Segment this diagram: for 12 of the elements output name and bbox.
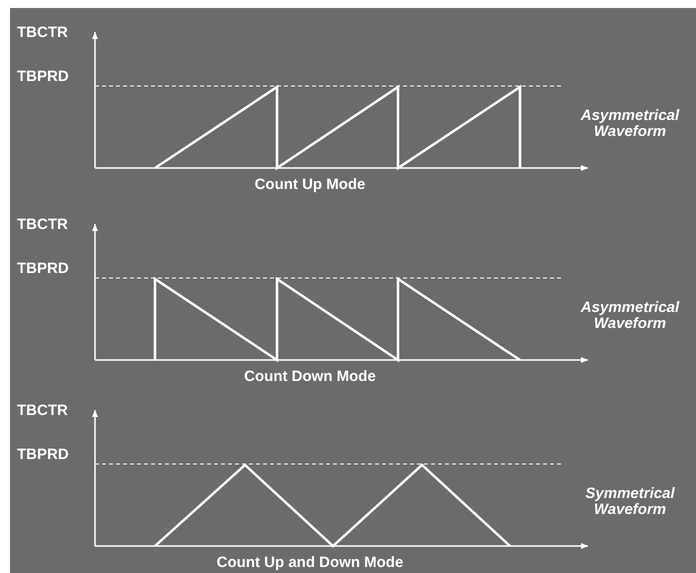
waveform-label: Symmetrical Waveform bbox=[584, 486, 676, 518]
axis-label: TBCTR bbox=[17, 23, 69, 43]
waveform-label: Asymmetrical Waveform bbox=[580, 300, 680, 332]
waveform-label: Asymmetrical Waveform bbox=[580, 108, 680, 140]
axis-label: TBCTR bbox=[17, 401, 69, 421]
axis-label: TBPRD bbox=[17, 67, 70, 87]
mode-label: Count Down Mode bbox=[243, 367, 377, 387]
axis-label: TBPRD bbox=[17, 259, 70, 279]
axis-label: TBPRD bbox=[17, 445, 70, 465]
mode-label: Count Up Mode bbox=[254, 175, 366, 195]
mode-label: Count Up and Down Mode bbox=[216, 553, 404, 573]
axis-label: TBCTR bbox=[17, 215, 69, 235]
